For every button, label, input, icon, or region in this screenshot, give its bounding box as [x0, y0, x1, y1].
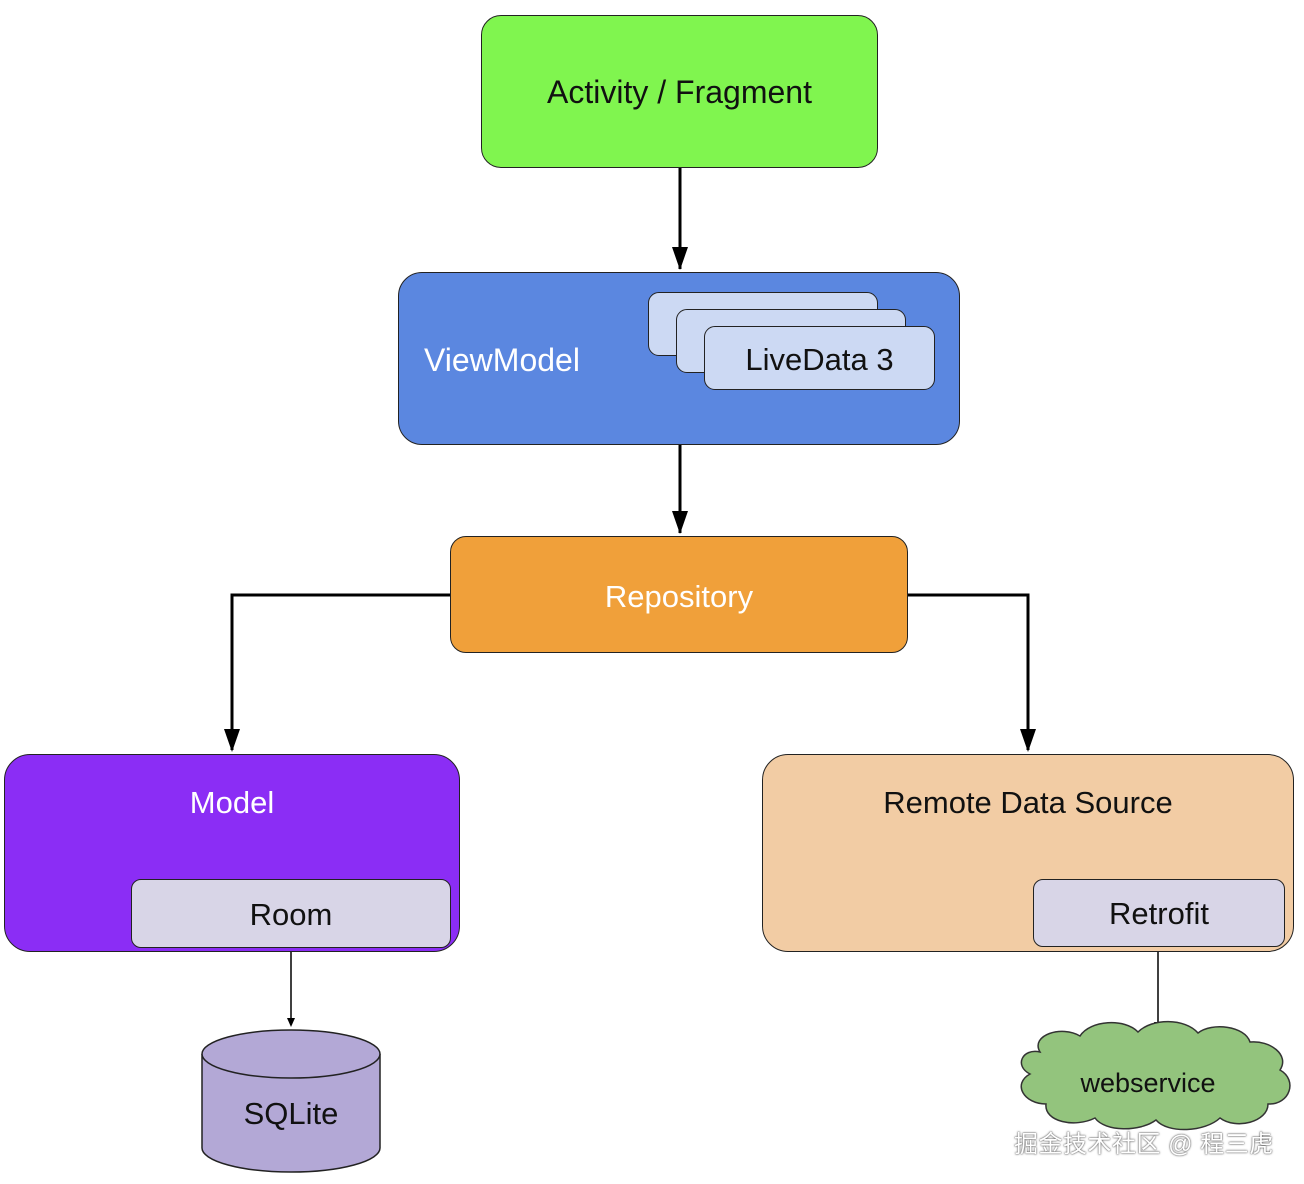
arrowhead-sqlite [287, 1018, 295, 1027]
retrofit-label: Retrofit [1109, 896, 1209, 931]
sqlite-label: SQLite [243, 1096, 339, 1131]
activity-fragment-box: Activity / Fragment [481, 15, 878, 168]
room-label: Room [249, 897, 333, 932]
activity-fragment-label: Activity / Fragment [547, 74, 812, 110]
livedata-label: LiveData 3 [745, 342, 894, 377]
retrofit-box: Retrofit [1033, 879, 1285, 947]
arrow-repository-to-remote [908, 593, 1030, 750]
model-box: Model Room [4, 754, 460, 952]
watermark-text: 掘金技术社区 @ 程三虎 [1014, 1131, 1274, 1158]
room-box: Room [131, 879, 451, 948]
remote-data-source-label: Remote Data Source [883, 785, 1173, 820]
repository-label: Repository [604, 579, 754, 614]
viewmodel-box: ViewModel LiveData 3 [398, 272, 960, 445]
arrowhead-remote [1020, 729, 1036, 752]
sqlite-cylinder [201, 1029, 381, 1173]
remote-data-source-box: Remote Data Source Retrofit [762, 754, 1294, 952]
webservice-label: webservice [1080, 1068, 1216, 1098]
viewmodel-label: ViewModel [424, 342, 580, 378]
arrow-repository-to-model [230, 593, 450, 750]
arrowhead-model [224, 729, 240, 752]
repository-box: Repository [450, 536, 908, 653]
webservice-cloud [1020, 1020, 1291, 1131]
model-label: Model [189, 785, 275, 820]
livedata-card-front: LiveData 3 [704, 326, 935, 390]
arrowhead-viewmodel [672, 247, 688, 270]
arrowhead-repository [672, 511, 688, 534]
